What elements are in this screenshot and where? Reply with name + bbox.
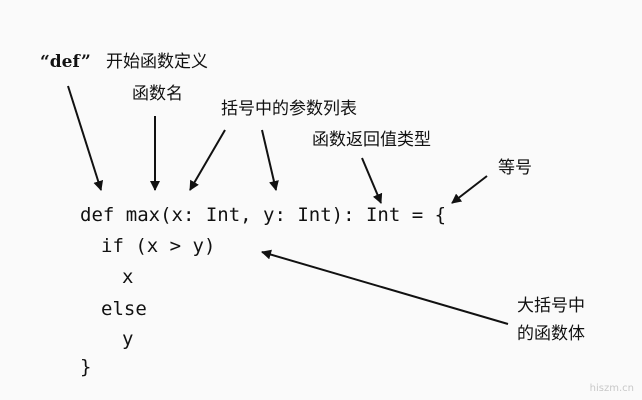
watermark: hiszm.cn bbox=[589, 383, 634, 394]
arrow-def bbox=[67, 85, 104, 191]
param-list-label: 括号中的参数列表 bbox=[221, 99, 357, 119]
code-line-signature: def max(x: Int, y: Int): Int = { bbox=[80, 204, 447, 226]
code-line-y: y bbox=[122, 328, 134, 350]
arrow-return-type bbox=[361, 157, 383, 204]
arrow-body bbox=[261, 249, 509, 325]
code-line-else: else bbox=[101, 298, 147, 320]
code-line-close: } bbox=[80, 356, 92, 378]
equals-label: 等号 bbox=[498, 158, 532, 178]
func-name-label: 函数名 bbox=[132, 84, 183, 104]
code-line-if: if (x > y) bbox=[101, 235, 216, 257]
code-line-x: x bbox=[122, 266, 134, 288]
def-quote-label: “def” bbox=[40, 52, 91, 72]
body-label-line2: 的函数体 bbox=[517, 324, 585, 344]
arrow-equals bbox=[451, 175, 488, 204]
arrow-param-right bbox=[261, 129, 279, 191]
body-label-line1: 大括号中 bbox=[517, 296, 585, 316]
return-type-label: 函数返回值类型 bbox=[312, 130, 431, 150]
def-description-label: 开始函数定义 bbox=[106, 52, 208, 72]
arrow-param-left bbox=[189, 129, 226, 191]
